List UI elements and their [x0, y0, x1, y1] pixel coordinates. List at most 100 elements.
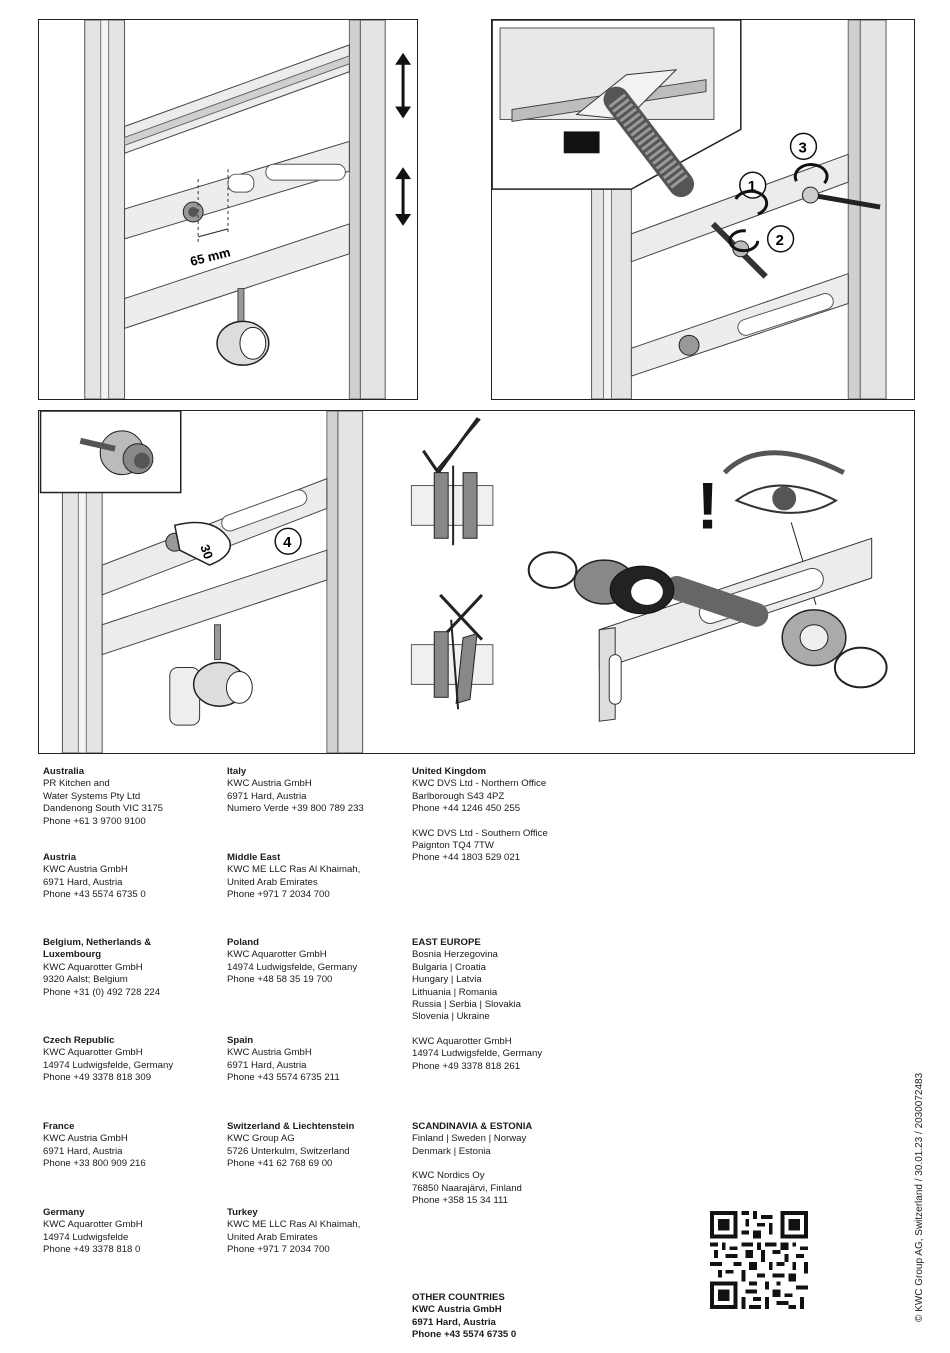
contact-line: KWC Aquarotter GmbH [43, 961, 143, 973]
contact-region: United Kingdom [412, 766, 487, 777]
bracket-adjust-illustration: 65 mm [84, 20, 412, 399]
contact-line: KWC Nordics Oy [412, 1170, 485, 1182]
contact-line: Phone +44 1246 450 255 [412, 803, 521, 815]
contact-poland: Poland KWC Aquarotter GmbH 14974 Ludwigs… [227, 937, 405, 987]
figure-panel-bracket-adjust: 65 mm [38, 19, 418, 400]
figure-panel-tighten-and-check: 30 4 ! [38, 410, 915, 754]
step-1-label: 1 [748, 178, 756, 195]
contact-line: 14974 Ludwigsfelde [43, 1231, 129, 1243]
contact-line: KWC Austria GmbH [43, 864, 128, 876]
contact-line: Phone +48 58 35 19 700 [227, 974, 333, 986]
contact-region: Middle East [227, 852, 281, 863]
contact-other-countries: OTHER COUNTRIES KWC Austria GmbH 6971 Ha… [412, 1292, 590, 1342]
contact-region: Poland [227, 937, 259, 948]
tighten-and-check-illustration: 30 4 ! [39, 411, 888, 753]
qr-code[interactable] [710, 1211, 808, 1309]
contact-line: Slovenia | Ukraine [412, 1011, 490, 1023]
contact-line: KWC DVS Ltd - Southern Office [412, 827, 548, 839]
contact-line: Phone +358 15 34 111 [412, 1195, 508, 1207]
step-4-label: 4 [283, 535, 292, 551]
contact-line: 14974 Ludwigsfelde, Germany [43, 1059, 174, 1071]
contact-line: Phone +971 7 2034 700 [227, 889, 330, 901]
contact-scandinavia: SCANDINAVIA & ESTONIA Finland | Sweden |… [412, 1121, 590, 1207]
contact-austria: Austria KWC Austria GmbH 6971 Hard, Aust… [43, 852, 221, 902]
contact-benelux: Belgium, Netherlands & Luxembourg KWC Aq… [43, 937, 221, 999]
contact-line: Russia | Serbia | Slovakia [412, 999, 521, 1011]
contact-line: KWC ME LLC Ras Al Khaimah, [227, 1219, 361, 1231]
contact-line: Bosnia Herzegovina [412, 949, 498, 961]
contact-line: PR Kitchen and [43, 778, 110, 790]
figure-panel-threaded-rod: 1 2 3 [491, 19, 915, 400]
contact-region: Switzerland & Liechtenstein [227, 1121, 355, 1132]
contact-line: United Arab Emirates [227, 1231, 318, 1243]
contact-line: KWC Austria GmbH [227, 1047, 312, 1059]
contact-line: Phone +43 5574 6735 211 [227, 1072, 340, 1084]
torque-label: 30 [197, 542, 216, 561]
contact-region: Germany [43, 1207, 85, 1218]
contact-italy: Italy KWC Austria GmbH 6971 Hard, Austri… [227, 766, 405, 816]
contact-line: 9320 Aalst; Belgium [43, 974, 128, 986]
contact-line: 6971 Hard, Austria [43, 1145, 123, 1157]
contact-region: Belgium, Netherlands & [43, 937, 152, 948]
contact-germany: Germany KWC Aquarotter GmbH 14974 Ludwig… [43, 1207, 221, 1257]
contact-line: Barlborough S43 4PZ [412, 790, 505, 802]
document-reference: © KWC Group AG, Switzerland / 30.01.23 /… [914, 1072, 925, 1322]
contact-line: Bulgaria | Croatia [412, 961, 486, 973]
contact-line: Phone +43 5574 6735 0 [43, 889, 146, 901]
contact-switzerland: Switzerland & Liechtenstein KWC Group AG… [227, 1121, 405, 1171]
contact-turkey: Turkey KWC ME LLC Ras Al Khaimah, United… [227, 1207, 405, 1257]
contact-line: Water Systems Pty Ltd [43, 790, 141, 802]
contact-line: KWC Austria GmbH [227, 778, 312, 790]
contact-australia: Australia PR Kitchen and Water Systems P… [43, 766, 221, 828]
contact-line: Phone +49 3378 818 309 [43, 1072, 152, 1084]
contact-line: Dandenong South VIC 3175 [43, 803, 164, 815]
contact-line: Numero Verde +39 800 789 233 [227, 803, 364, 815]
contact-line: 6971 Hard, Austria [43, 876, 123, 888]
contact-region: SCANDINAVIA & ESTONIA [412, 1121, 533, 1132]
contact-line: 76850 Naarajärvi, Finland [412, 1182, 522, 1194]
contact-spain: Spain KWC Austria GmbH 6971 Hard, Austri… [227, 1035, 405, 1085]
contact-line: 14974 Ludwigsfelde, Germany [227, 961, 358, 973]
contact-line: KWC Austria GmbH [412, 1304, 502, 1316]
contact-united-kingdom: United Kingdom KWC DVS Ltd - Northern Of… [412, 766, 590, 865]
contact-line: KWC Group AG [227, 1133, 295, 1145]
contact-line: KWC ME LLC Ras Al Khaimah, [227, 864, 361, 876]
contact-region: EAST EUROPE [412, 937, 481, 948]
contact-line: KWC Austria GmbH [43, 1133, 128, 1145]
contact-region: Australia [43, 766, 85, 777]
contact-region: France [43, 1121, 75, 1132]
contact-line: KWC DVS Ltd - Northern Office [412, 778, 547, 790]
contact-line: Finland | Sweden | Norway [412, 1133, 527, 1145]
contact-line: 6971 Hard, Austria [227, 790, 307, 802]
contact-line: Paignton TQ4 7TW [412, 840, 494, 852]
contact-line: Phone +31 (0) 492 728 224 [43, 986, 161, 998]
contact-east-europe: EAST EUROPE Bosnia Herzegovina Bulgaria … [412, 937, 590, 1073]
contact-line: Denmark | Estonia [412, 1145, 491, 1157]
contact-line: Phone +43 5574 6735 0 [412, 1329, 517, 1341]
contact-line: Phone +41 62 768 69 00 [227, 1158, 333, 1170]
contact-line: Phone +61 3 9700 9100 [43, 815, 146, 827]
contact-line: Hungary | Latvia [412, 974, 482, 986]
contact-france: France KWC Austria GmbH 6971 Hard, Austr… [43, 1121, 221, 1171]
contact-line: Phone +49 3378 818 0 [43, 1244, 141, 1256]
contact-line: 14974 Ludwigsfelde, Germany [412, 1048, 543, 1060]
contact-line: 5726 Unterkulm, Switzerland [227, 1145, 350, 1157]
contact-line: Lithuania | Romania [412, 986, 498, 998]
contact-line: 6971 Hard, Austria [412, 1316, 496, 1328]
contact-region: Italy [227, 766, 247, 777]
warning-exclamation: ! [697, 469, 719, 542]
contact-line: Phone +44 1803 529 021 [412, 852, 521, 864]
contact-line: Phone +971 7 2034 700 [227, 1244, 330, 1256]
contact-region: Czech Republic [43, 1035, 115, 1046]
contact-line: Phone +49 3378 818 261 [412, 1060, 521, 1072]
contact-line: KWC Aquarotter GmbH [227, 949, 327, 961]
contact-region: Turkey [227, 1207, 258, 1218]
contact-line: Phone +33 800 909 216 [43, 1158, 146, 1170]
contact-line: United Arab Emirates [227, 876, 318, 888]
contact-line: KWC Aquarotter GmbH [43, 1219, 143, 1231]
contact-region: OTHER COUNTRIES [412, 1292, 505, 1303]
contact-region: Austria [43, 852, 77, 863]
step-3-label: 3 [798, 139, 806, 156]
step-2-label: 2 [776, 232, 784, 249]
contact-czech-republic: Czech Republic KWC Aquarotter GmbH 14974… [43, 1035, 221, 1085]
